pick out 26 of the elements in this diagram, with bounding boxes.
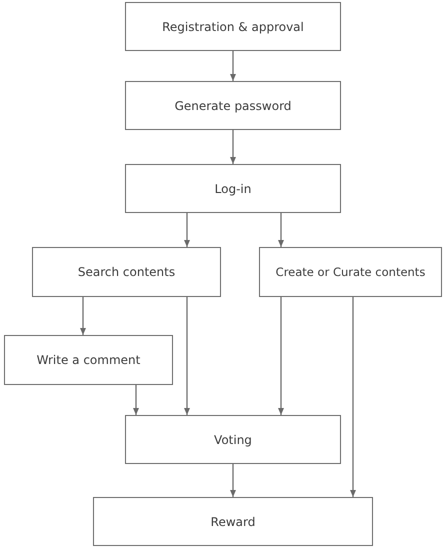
- process-box: [125, 2, 341, 51]
- arrow: [230, 464, 236, 497]
- step-label: Registration & approval: [162, 20, 304, 34]
- process-box: [125, 164, 341, 213]
- arrow: [184, 213, 190, 247]
- step-label: Write a comment: [36, 353, 140, 367]
- process-box: [32, 247, 221, 297]
- step-label: Voting: [214, 432, 252, 446]
- process-box: [125, 415, 341, 464]
- step-label: Create or Curate contents: [276, 265, 426, 279]
- arrow: [278, 213, 284, 247]
- process-box: [259, 247, 442, 297]
- process-box: [125, 81, 341, 130]
- process-box: [93, 497, 373, 546]
- arrow: [80, 297, 86, 335]
- arrow: [350, 297, 356, 497]
- arrow: [184, 297, 190, 415]
- step-label: Log-in: [214, 182, 252, 196]
- step-label: Search contents: [78, 265, 176, 279]
- arrow: [230, 130, 236, 164]
- process-box: [4, 335, 173, 385]
- arrow: [230, 51, 236, 81]
- arrow: [278, 297, 284, 415]
- step-label: Reward: [210, 514, 256, 528]
- arrow: [133, 385, 139, 415]
- step-label: Generate password: [174, 98, 292, 112]
